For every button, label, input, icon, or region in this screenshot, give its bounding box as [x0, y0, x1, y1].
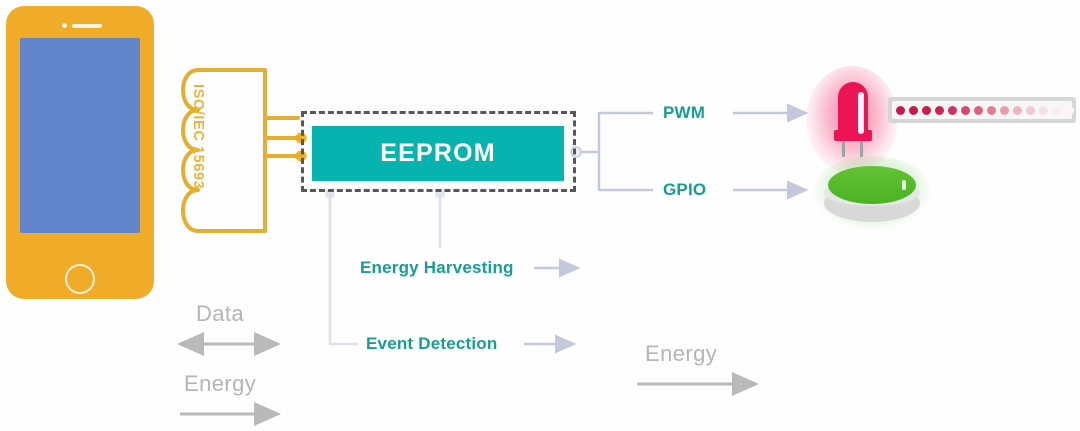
smartphone: [6, 6, 154, 299]
led-dot: [948, 105, 957, 115]
front-camera-icon: [62, 23, 67, 28]
led-dot: [935, 105, 944, 115]
eeprom-chip: [312, 126, 564, 181]
led-dot: [961, 105, 970, 115]
led-dot: [1000, 105, 1009, 115]
led-dot: [922, 105, 931, 115]
flow-label-energy-right: Energy: [645, 341, 718, 366]
led-dot: [1039, 105, 1048, 115]
led-dot: [1065, 105, 1074, 115]
button-highlight: [902, 180, 906, 190]
output-label-gpio: GPIO: [663, 180, 707, 199]
led-dot: [987, 105, 996, 115]
eeprom-chip-boundary: [301, 111, 576, 192]
led-indicator: [806, 66, 898, 174]
led-dot: [896, 105, 905, 115]
button-cap: [828, 166, 916, 204]
eeprom-label: EEPROM: [380, 139, 496, 167]
led-highlight: [858, 92, 864, 134]
output-label-pwm: PWM: [663, 103, 706, 122]
led-leg-left: [842, 140, 845, 157]
led-flange: [834, 130, 872, 141]
output-branch-lines: [597, 103, 809, 200]
led-dot: [1078, 105, 1080, 115]
led-dot: [1013, 105, 1022, 115]
led-leg-right: [860, 140, 863, 157]
event-detection-line: [328, 194, 358, 346]
led-dot-row: [896, 105, 1080, 115]
flow-label-energy-left: Energy: [184, 371, 257, 396]
led-dot: [974, 105, 983, 115]
led-dot: [1052, 105, 1061, 115]
led-dot: [1026, 105, 1035, 115]
phone-screen: [20, 38, 140, 233]
feature-label-energy-harvesting: Energy Harvesting: [360, 258, 514, 277]
earpiece-speaker-icon: [72, 24, 102, 28]
green-push-button[interactable]: [812, 156, 932, 230]
led-dot: [909, 105, 918, 115]
home-button[interactable]: [65, 264, 95, 294]
antenna-standard-label: ISO/IEC 15693: [190, 84, 206, 190]
led-dot-bar: [888, 97, 1080, 123]
feature-label-event-detection: Event Detection: [366, 334, 498, 353]
flow-label-data: Data: [196, 301, 245, 326]
